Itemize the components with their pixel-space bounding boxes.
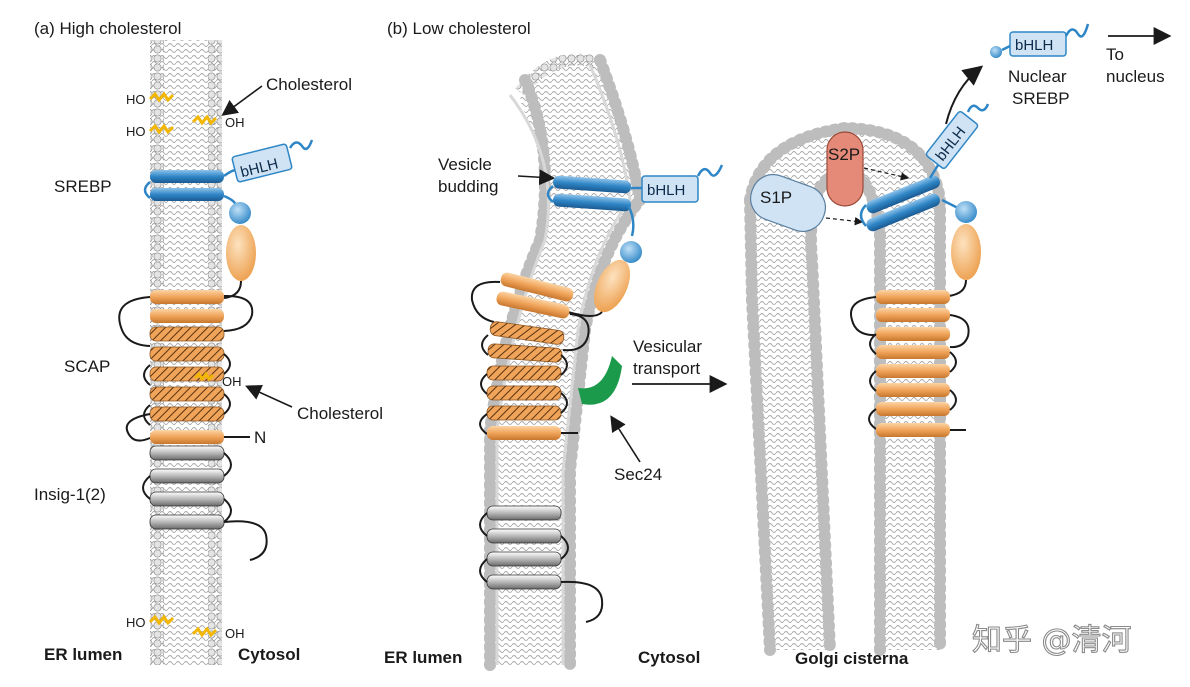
ho-label: HO [126,124,146,139]
srebp-protein-a: bHLH [143,139,314,299]
insig-protein-a [142,445,268,561]
oh-label: OH [225,115,245,130]
vesicle-budding-label-2: budding [438,177,499,196]
panel-a-title: (a) High cholesterol [34,19,181,38]
s2p-protease: S2P [826,131,864,207]
scap-protein-golgi [850,290,970,437]
srebp-label: SREBP [54,177,112,196]
sec24-protein [578,356,622,405]
scap-protein-a: OH [118,290,254,444]
ho-label: HO [126,92,146,107]
panel-b-title: (b) Low cholesterol [387,19,531,38]
bhlh-label-nuclear: bHLH [1015,37,1053,54]
watermark: 知乎 @清河 [972,623,1132,658]
oh-label: OH [222,374,242,389]
bhlh-label-b: bHLH [647,182,685,199]
cholesterol-molecules-bottom: HO OH [126,614,245,641]
s2p-label: S2P [828,145,860,164]
s1p-label: S1P [760,188,792,207]
ho-label: HO [126,615,146,630]
s1p-protease: S1P [750,173,826,233]
cytosol-label-b: Cytosol [638,648,700,667]
scap-label: SCAP [64,357,110,376]
vesicular-transport-label-1: Vesicular [633,337,702,356]
insig-label: Insig-1(2) [34,485,106,504]
sec24-label: Sec24 [614,465,662,484]
nuclear-srebp: bHLH [990,23,1090,58]
insig-protein-b [479,505,604,623]
er-lumen-label-b: ER lumen [384,648,462,667]
vesicle-budding-label-1: Vesicle [438,155,492,174]
er-lumen-label-a: ER lumen [44,645,122,664]
oh-label: OH [225,626,245,641]
to-nucleus-label-1: To [1106,45,1124,64]
vesicular-transport-label-2: transport [633,359,700,378]
cholesterol-label-mid: Cholesterol [297,404,383,423]
scap-protein-b [470,272,590,440]
golgi-cisterna-label: Golgi cisterna [795,649,909,668]
to-nucleus-label-2: nucleus [1106,67,1165,86]
srebp-protein-b: bHLH [546,164,724,317]
nuclear-srebp-label-1: Nuclear [1008,67,1067,86]
cholesterol-molecules-top: HO HO OH [126,91,245,139]
n-terminus-label: N [254,428,266,447]
cholesterol-label-top: Cholesterol [266,75,352,94]
nuclear-srebp-label-2: SREBP [1012,89,1070,108]
cytosol-label-a: Cytosol [238,645,300,664]
